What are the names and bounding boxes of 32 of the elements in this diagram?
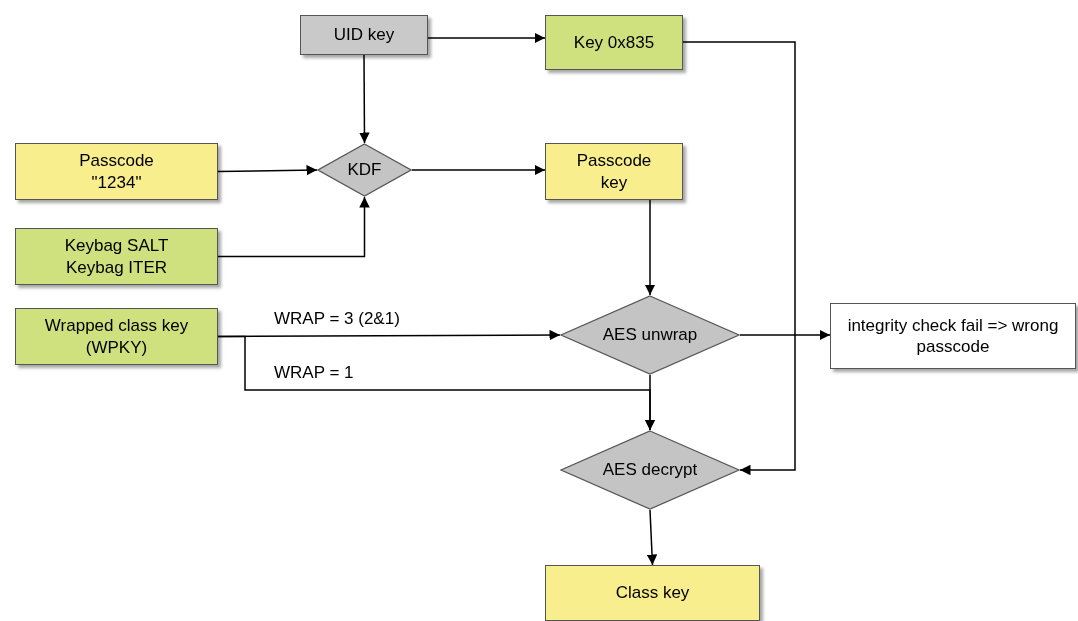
process-box <box>545 565 760 621</box>
node-label: Keybag SALT Keybag ITER <box>63 235 170 278</box>
node-label: AES decrypt <box>601 459 699 481</box>
node-label: integrity check fail => wrong passcode <box>846 314 1060 358</box>
process-box <box>545 143 683 200</box>
process-box <box>15 143 218 200</box>
arrow <box>646 509 658 566</box>
decision-diamond <box>560 295 740 375</box>
arrow <box>359 54 370 144</box>
process-box <box>830 303 1076 369</box>
process-box <box>300 15 428 55</box>
node-label: AES unwrap <box>601 324 699 346</box>
arrow <box>217 164 318 176</box>
node-label: Passcode "1234" <box>78 150 155 193</box>
decision-diamond <box>560 430 740 510</box>
arrow <box>739 329 831 341</box>
node-label: Wrapped class key (WPKY) <box>43 315 190 358</box>
process-box <box>15 308 218 365</box>
arrow <box>644 199 656 296</box>
node-label: Class key <box>614 582 691 604</box>
decision-diamond <box>317 143 412 197</box>
arrow <box>682 41 796 476</box>
arrow <box>217 196 370 258</box>
node-label: KDF <box>346 159 383 181</box>
arrow <box>411 164 546 176</box>
node-label: UID key <box>332 24 396 46</box>
process-box <box>15 228 218 285</box>
node-label: Passcode key <box>575 150 653 193</box>
arrow <box>644 374 656 431</box>
arrow <box>427 32 546 44</box>
process-box <box>545 15 683 70</box>
node-label: Key 0x835 <box>572 31 656 54</box>
